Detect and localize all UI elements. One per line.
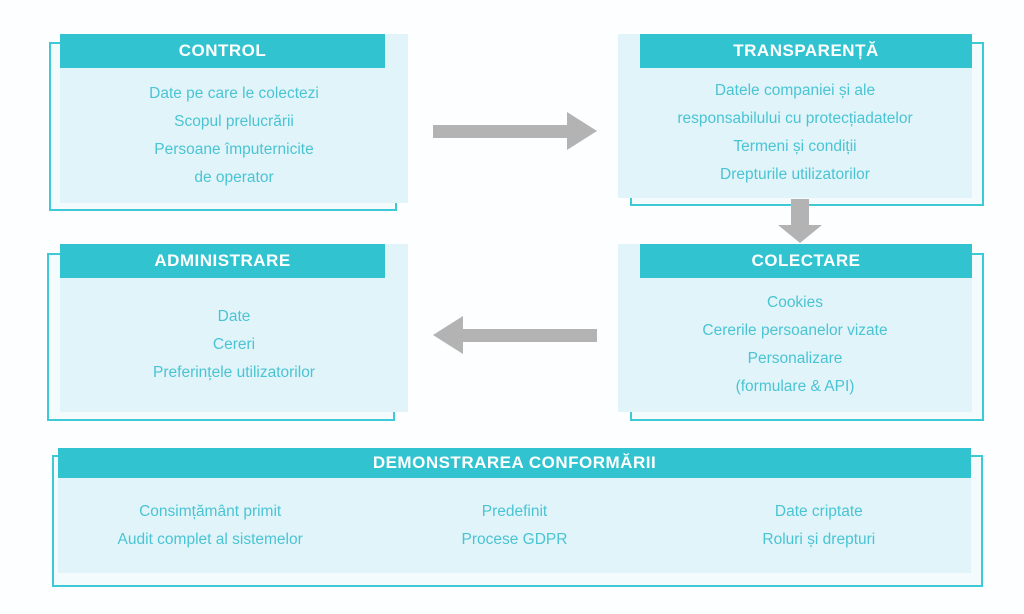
- card-demonstrarea-columns: Consimțământ primit Audit complet al sis…: [58, 478, 971, 573]
- card-administrare-title: ADMINISTRARE: [60, 244, 385, 278]
- card-control: CONTROL Date pe care le colectezi Scopul…: [49, 34, 408, 211]
- card-colectare-line: Personalizare: [747, 350, 843, 367]
- demonstrarea-line: Predefinit: [481, 502, 548, 520]
- demonstrarea-line: Consimțământ primit: [139, 502, 282, 520]
- card-colectare-body: Cookies Cererile persoanelor vizate Pers…: [618, 278, 972, 412]
- card-control-line: Persoane împuternicite: [154, 140, 314, 158]
- demonstrarea-line: Roluri și drepturi: [762, 530, 876, 548]
- arrow-down-icon: [778, 199, 822, 243]
- card-administrare-line: Preferințele utilizatorilor: [153, 364, 315, 381]
- demonstrarea-line: Procese GDPR: [461, 530, 568, 548]
- arrow-right-head: [567, 112, 597, 150]
- card-control-title: CONTROL: [60, 34, 385, 68]
- arrow-down-head: [778, 225, 822, 243]
- card-control-face: CONTROL Date pe care le colectezi Scopul…: [60, 34, 408, 203]
- card-administrare: ADMINISTRARE Date Cereri Preferințele ut…: [47, 244, 408, 421]
- demonstrarea-column-2: Predefinit Procese GDPR: [362, 478, 666, 573]
- card-administrare-face: ADMINISTRARE Date Cereri Preferințele ut…: [60, 244, 408, 412]
- card-transparenta-line: Datele companiei și ale: [714, 82, 876, 99]
- card-colectare-title: COLECTARE: [640, 244, 972, 278]
- arrow-left-head: [433, 316, 463, 354]
- arrow-right-shaft: [433, 125, 569, 138]
- arrow-left-shaft: [461, 329, 597, 342]
- card-transparenta-body: Datele companiei și ale responsabilului …: [618, 68, 972, 198]
- card-demonstrarea-conformarii: DEMONSTRAREA CONFORMĂRII Consimțământ pr…: [52, 448, 983, 587]
- card-transparenta: TRANSPARENȚĂ Datele companiei și ale res…: [618, 34, 984, 206]
- arrow-right-icon: [433, 112, 597, 150]
- card-transparenta-line: Drepturile utilizatorilor: [720, 166, 870, 183]
- arrow-down-shaft: [791, 199, 809, 226]
- card-demonstrarea-title: DEMONSTRAREA CONFORMĂRII: [58, 448, 971, 478]
- arrow-left-icon: [433, 316, 597, 354]
- card-administrare-line: Cereri: [212, 336, 256, 353]
- card-transparenta-line: responsabilului cu protecțiadatelor: [677, 110, 913, 127]
- card-colectare-face: COLECTARE Cookies Cererile persoanelor v…: [618, 244, 972, 412]
- card-colectare-line: (formulare & API): [735, 378, 855, 395]
- card-transparenta-line: Termeni și condiții: [733, 138, 857, 155]
- demonstrarea-column-3: Date criptate Roluri și drepturi: [667, 478, 971, 573]
- card-administrare-body: Date Cereri Preferințele utilizatorilor: [60, 278, 408, 412]
- card-administrare-line: Date: [217, 308, 251, 325]
- card-control-line: de operator: [194, 168, 274, 186]
- card-colectare-line: Cererile persoanelor vizate: [702, 322, 888, 339]
- card-control-body: Date pe care le colectezi Scopul prelucr…: [60, 68, 408, 203]
- card-colectare: COLECTARE Cookies Cererile persoanelor v…: [618, 244, 984, 421]
- card-transparenta-face: TRANSPARENȚĂ Datele companiei și ale res…: [618, 34, 972, 198]
- demonstrarea-column-1: Consimțământ primit Audit complet al sis…: [58, 478, 362, 573]
- card-colectare-line: Cookies: [767, 294, 823, 311]
- demonstrarea-line: Audit complet al sistemelor: [117, 530, 303, 548]
- demonstrarea-line: Date criptate: [774, 502, 863, 520]
- card-control-line: Scopul prelucrării: [174, 112, 294, 130]
- card-control-line: Date pe care le colectezi: [149, 84, 319, 102]
- card-demonstrarea-face: DEMONSTRAREA CONFORMĂRII Consimțământ pr…: [58, 448, 971, 573]
- card-transparenta-title: TRANSPARENȚĂ: [640, 34, 972, 68]
